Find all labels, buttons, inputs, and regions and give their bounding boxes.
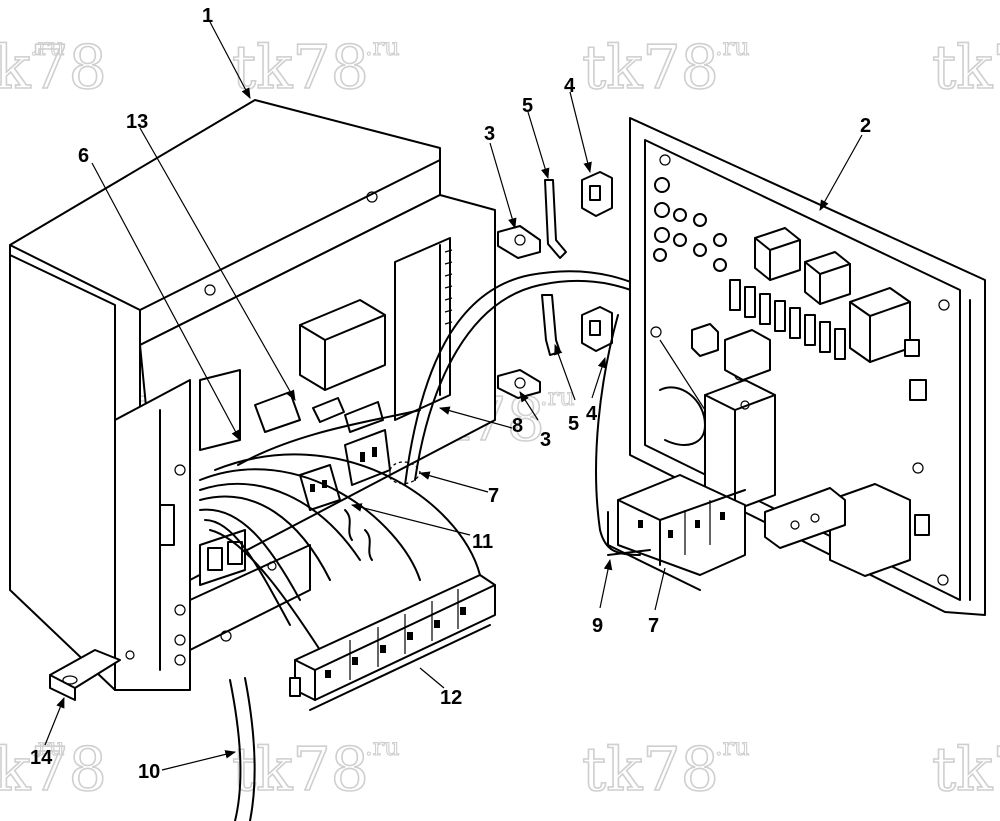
watermark-4: tk78 bbox=[931, 32, 1000, 104]
cable-clamp-lower bbox=[497, 369, 541, 399]
callout-labels: 1 2 3 3 4 4 5 5 6 7 7 8 9 10 11 12 13 14 bbox=[30, 5, 871, 783]
mounting-foot bbox=[49, 649, 121, 701]
callout-7a: 7 bbox=[488, 485, 499, 507]
callout-14: 14 bbox=[30, 747, 53, 769]
relay-socket-strip-7 bbox=[607, 474, 746, 591]
callout-10: 10 bbox=[138, 761, 160, 783]
callout-1: 1 bbox=[202, 5, 213, 27]
callout-3a: 3 bbox=[484, 123, 495, 145]
callout-2: 2 bbox=[860, 115, 871, 137]
svg-text:.ru: .ru bbox=[30, 733, 65, 761]
svg-text:tk78: tk78 bbox=[232, 33, 369, 103]
callout-13: 13 bbox=[126, 111, 148, 133]
power-cable bbox=[229, 677, 256, 821]
grommet-upper bbox=[544, 179, 567, 259]
cable-tie-lower bbox=[581, 306, 613, 352]
svg-text:tk78: tk78 bbox=[0, 735, 107, 805]
watermark-2: tk78.ru bbox=[231, 32, 400, 104]
callout-6: 6 bbox=[78, 145, 89, 167]
leader-lines bbox=[44, 21, 863, 771]
watermark-9: tk78.ru bbox=[231, 732, 400, 805]
watermark-10: tk78.ru bbox=[581, 732, 750, 805]
callout-5a: 5 bbox=[522, 95, 533, 117]
watermark-1: tk78.ru bbox=[0, 32, 108, 104]
callout-9: 9 bbox=[592, 615, 603, 637]
svg-text:tk78: tk78 bbox=[582, 33, 719, 103]
svg-text:tk78: tk78 bbox=[0, 33, 107, 103]
callout-4a: 4 bbox=[564, 75, 576, 97]
fuse-bank bbox=[729, 279, 846, 360]
svg-text:.ru: .ru bbox=[540, 383, 575, 411]
svg-text:.ru: .ru bbox=[30, 33, 65, 61]
cable-tie-upper bbox=[581, 171, 613, 217]
svg-text:.ru: .ru bbox=[365, 733, 400, 761]
callout-3b: 3 bbox=[540, 429, 551, 451]
rail-ticks bbox=[444, 249, 453, 325]
callout-11: 11 bbox=[472, 531, 493, 553]
svg-text:tk78: tk78 bbox=[932, 33, 1000, 103]
callout-12: 12 bbox=[440, 687, 462, 709]
callout-5b: 5 bbox=[568, 413, 579, 435]
svg-text:tk78: tk78 bbox=[582, 735, 719, 805]
wire-harness-9 bbox=[595, 314, 641, 556]
svg-text:tk78: tk78 bbox=[232, 735, 369, 805]
callout-7b: 7 bbox=[648, 615, 659, 637]
callout-4b: 4 bbox=[586, 403, 598, 425]
watermark-3: tk78.ru bbox=[581, 32, 750, 104]
grommet-lower bbox=[541, 294, 561, 356]
switch-cluster bbox=[653, 177, 727, 272]
svg-text:.ru: .ru bbox=[715, 733, 750, 761]
svg-text:.ru: .ru bbox=[365, 33, 400, 61]
watermark-8: tk78.ru bbox=[0, 732, 108, 805]
control-panel-board bbox=[629, 117, 986, 616]
cable-clamp-upper bbox=[497, 225, 541, 259]
relay-socket-strip bbox=[289, 574, 496, 711]
svg-text:tk78: tk78 bbox=[932, 735, 1000, 805]
watermark-11: tk78 bbox=[931, 734, 1000, 806]
svg-text:.ru: .ru bbox=[715, 33, 750, 61]
electrical-enclosure bbox=[9, 99, 681, 691]
callout-8: 8 bbox=[512, 415, 523, 437]
